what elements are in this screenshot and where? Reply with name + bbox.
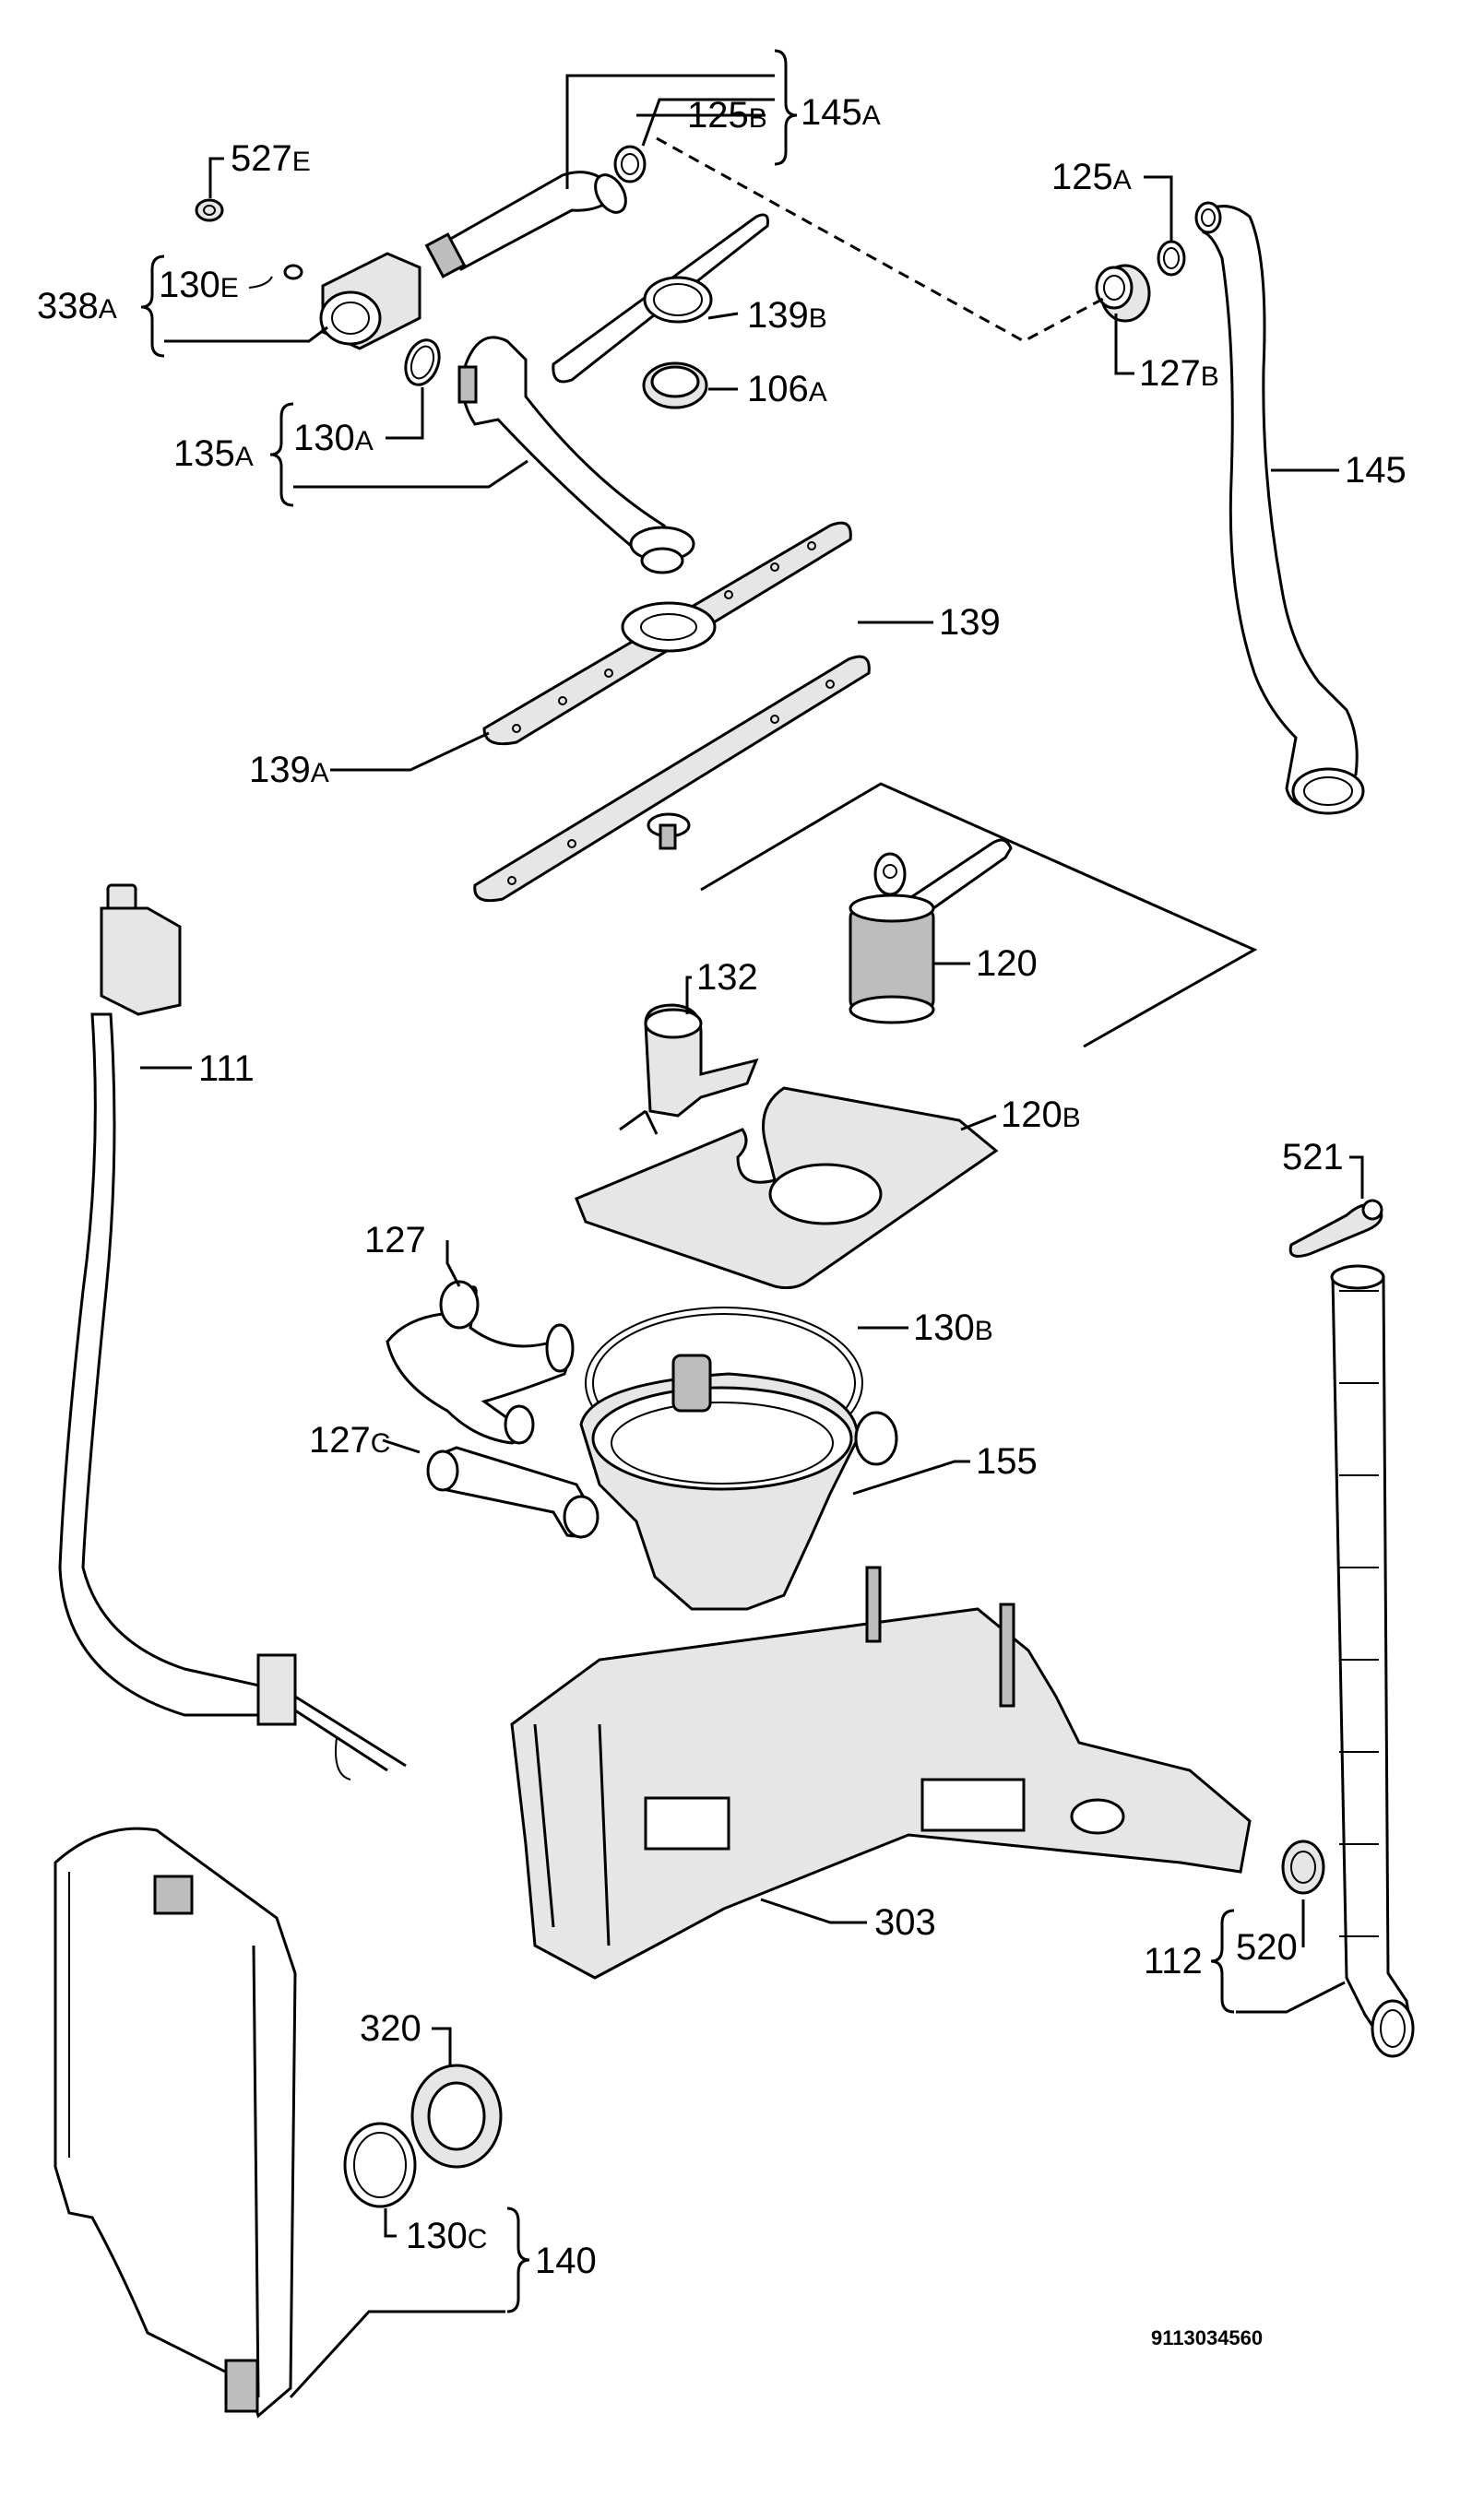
label-125b: 125B bbox=[687, 95, 767, 136]
label-130b: 130B bbox=[913, 1307, 993, 1348]
label-130c: 130C bbox=[406, 2216, 487, 2256]
label-135a: 135A bbox=[173, 433, 254, 474]
label-132: 132 bbox=[696, 957, 758, 998]
hose-127 bbox=[386, 1280, 575, 1445]
leader-lines bbox=[140, 49, 1364, 2399]
document-number: 9113034560 bbox=[1151, 2326, 1263, 2349]
o-ring-130c bbox=[343, 2122, 417, 2208]
clip-521 bbox=[1288, 1199, 1383, 1258]
label-130e: 130E bbox=[159, 265, 239, 305]
o-ring-130a bbox=[404, 338, 441, 386]
connector-127b bbox=[1095, 264, 1151, 323]
label-106a: 106A bbox=[747, 369, 827, 409]
filter-group-bracket bbox=[700, 782, 1258, 1048]
label-303: 303 bbox=[874, 1902, 936, 1943]
valve-132 bbox=[619, 1003, 759, 1135]
label-127: 127 bbox=[364, 1220, 426, 1260]
fitting-520 bbox=[1281, 1840, 1325, 1895]
flat-filter-120b bbox=[575, 1086, 999, 1290]
spray-arm-139a bbox=[482, 521, 852, 746]
label-130a: 130A bbox=[293, 418, 374, 458]
spray-arm-139 bbox=[473, 655, 871, 903]
filter-120 bbox=[849, 838, 1013, 1024]
label-527e: 527E bbox=[231, 138, 311, 179]
label-139b: 139B bbox=[747, 295, 827, 336]
housing-338a bbox=[283, 252, 421, 350]
label-140: 140 bbox=[535, 2241, 597, 2281]
label-111: 111 bbox=[198, 1048, 255, 1089]
label-127b: 127B bbox=[1139, 353, 1219, 394]
label-139a: 139A bbox=[249, 750, 329, 790]
satellite-arm-139b bbox=[552, 213, 769, 384]
drain-hose-112 bbox=[1330, 1264, 1415, 2058]
label-120b: 120B bbox=[1001, 1094, 1081, 1135]
label-125a: 125A bbox=[1051, 157, 1132, 197]
label-520: 520 bbox=[1236, 1927, 1298, 1968]
inlet-hose-111 bbox=[58, 883, 407, 1781]
sump-155 bbox=[579, 1307, 898, 1611]
label-139: 139 bbox=[939, 602, 1001, 643]
upper-spray-arm-pipe bbox=[424, 145, 647, 278]
base-frame-303 bbox=[510, 1566, 1252, 1980]
ring-106a bbox=[642, 361, 708, 409]
label-320: 320 bbox=[360, 2008, 421, 2049]
hose-145 bbox=[1194, 201, 1365, 815]
label-112: 112 bbox=[1144, 1941, 1203, 1982]
supply-pipe-135a bbox=[457, 336, 695, 574]
seal-125a bbox=[1157, 240, 1186, 277]
label-145: 145 bbox=[1345, 450, 1407, 491]
label-120: 120 bbox=[976, 943, 1038, 984]
hose-127c bbox=[426, 1446, 599, 1539]
label-338a: 338A bbox=[37, 286, 117, 326]
label-155: 155 bbox=[976, 1441, 1038, 1482]
label-521: 521 bbox=[1282, 1137, 1344, 1177]
side-panel-140 bbox=[53, 1827, 297, 2419]
nut-527e bbox=[195, 198, 224, 222]
callout-labels: 145A 125B 527E 338A 130E 139B 106A 135A … bbox=[37, 92, 1407, 2281]
seal-320 bbox=[410, 2064, 503, 2169]
label-145a: 145A bbox=[801, 92, 881, 133]
label-127c: 127C bbox=[309, 1420, 390, 1461]
